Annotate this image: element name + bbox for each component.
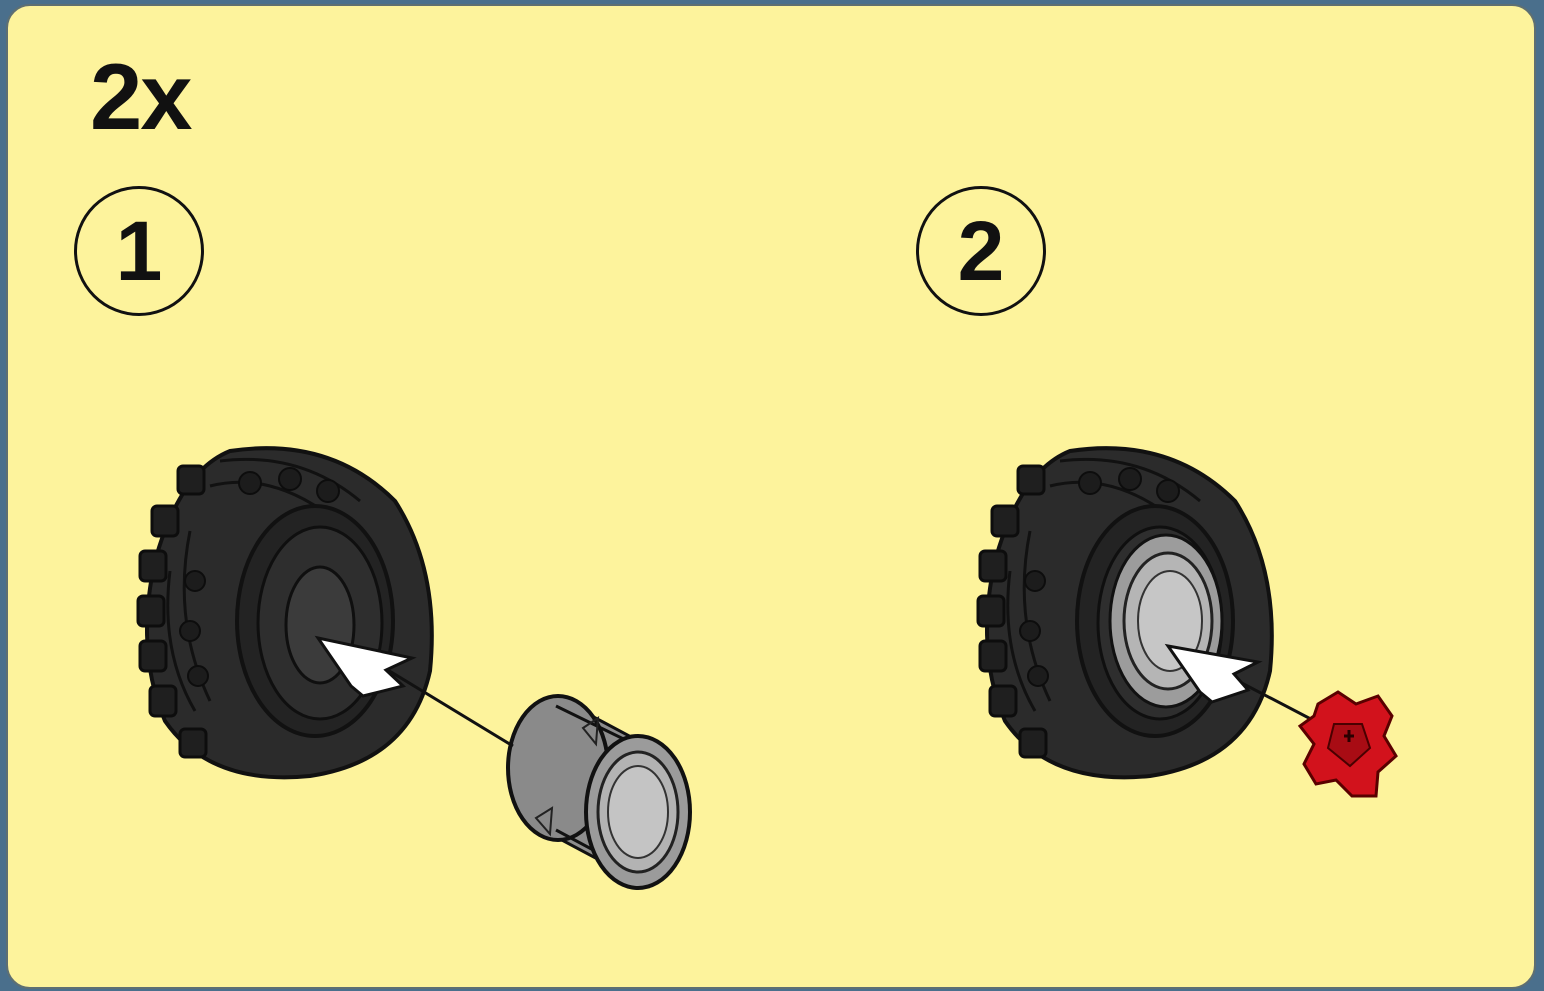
- quantity-label: 2x: [90, 44, 193, 149]
- assembly-arrow-icon: [314, 635, 514, 748]
- assembly-illustration: [136, 446, 1398, 890]
- instruction-panel: 2x 1 2: [6, 4, 1536, 989]
- tire-icon: [976, 446, 1274, 780]
- tire-icon: [136, 446, 434, 780]
- step-number-2: 2: [916, 186, 1046, 316]
- step-number-1: 1: [74, 186, 204, 316]
- wheel-rim-icon: [506, 694, 692, 890]
- axle-connector-icon: [1297, 690, 1398, 798]
- assembly-arrow-icon: [1164, 643, 1329, 730]
